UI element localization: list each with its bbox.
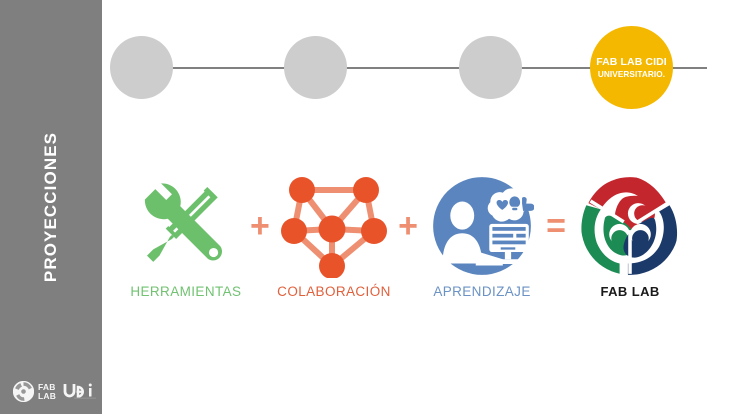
equation-label-colaboracion: COLABORACIÓN (277, 284, 391, 299)
timeline: FAB LAB CIDI UNIVERSITARIO. (102, 0, 736, 130)
equals-operator: = (546, 207, 566, 245)
page-title: PROYECCIONES (41, 131, 60, 283)
network-collaboration-icon (280, 172, 388, 280)
plus-operator-2: + (398, 207, 418, 245)
brand-title: FAB LAB CIDI (596, 56, 667, 68)
timeline-node-brand[interactable]: FAB LAB CIDI UNIVERSITARIO. (590, 26, 673, 109)
equation-item-colaboracion: COLABORACIÓN (276, 172, 392, 299)
fab-lab-globe-icon (13, 381, 34, 402)
timeline-connector-line (112, 67, 707, 69)
brand-subtitle: UNIVERSITARIO. (597, 70, 666, 79)
equation-label-aprendizaje: APRENDIZAJE (433, 284, 531, 299)
tools-wrench-screwdriver-icon (134, 172, 238, 280)
equation-row: HERRAMIENTAS + (128, 172, 688, 317)
equation-item-herramientas: HERRAMIENTAS (128, 172, 244, 299)
sidebar: PROYECCIONES FAB LAB (0, 0, 102, 414)
fab-lab-word-fab: FAB (38, 382, 56, 392)
person-at-computer-learning-icon (430, 172, 535, 280)
sidebar-footer-logo: FAB LAB (13, 381, 97, 402)
equation-label-fablab: FAB LAB (600, 284, 660, 299)
fab-lab-word-lab: LAB (38, 390, 57, 401)
equation-item-aprendizaje: APRENDIZAJE (424, 172, 540, 299)
fab-lab-logo-icon (578, 172, 682, 280)
plus-operator-1: + (250, 207, 270, 245)
timeline-node-2[interactable] (284, 36, 347, 99)
timeline-node-3[interactable] (459, 36, 522, 99)
fab-lab-wordmark: FAB LAB (38, 383, 56, 400)
timeline-node-1[interactable] (110, 36, 173, 99)
equation-item-fablab: FAB LAB (572, 172, 688, 299)
udi-universitario-icon (60, 382, 97, 402)
equation-label-herramientas: HERRAMIENTAS (130, 284, 242, 299)
